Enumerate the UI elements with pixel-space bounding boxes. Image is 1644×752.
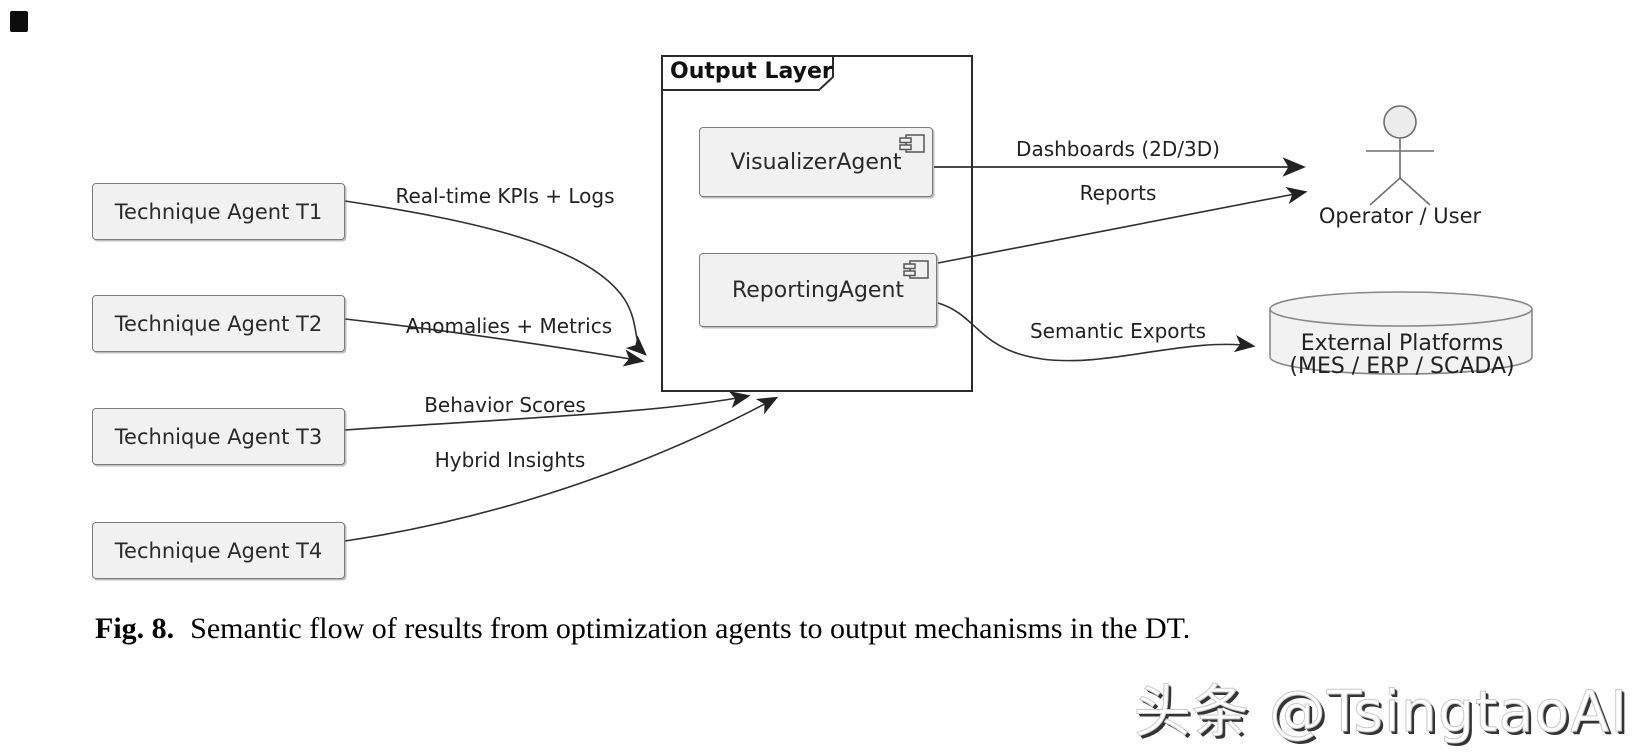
actor-head bbox=[1383, 105, 1417, 139]
edge-reports bbox=[937, 186, 1308, 264]
edge-label-anomalies-metrics: Anomalies + Metrics bbox=[405, 314, 613, 338]
node-label: Technique Agent T2 bbox=[114, 311, 323, 336]
output-layer-title: Output Layer bbox=[670, 59, 833, 84]
node-technique-agent-t3: Technique Agent T3 bbox=[92, 408, 345, 465]
database-label-line2: (MES / ERP / SCADA) bbox=[1289, 354, 1515, 379]
edge-label-semantic-exports: Semantic Exports bbox=[1029, 319, 1207, 343]
database-cylinder bbox=[1269, 291, 1533, 375]
corner-artifact bbox=[10, 11, 28, 32]
node-label: VisualizerAgent bbox=[730, 149, 902, 175]
node-label: Technique Agent T4 bbox=[114, 538, 323, 563]
node-reporting-agent: ReportingAgent bbox=[699, 253, 937, 327]
edge-label-reports: Reports bbox=[1079, 181, 1157, 205]
edge-behavior-scores bbox=[344, 390, 751, 431]
actor-figure bbox=[1366, 105, 1434, 206]
watermark: 头条 @TsingtaoAI bbox=[1133, 679, 1628, 746]
actor-label: Operator / User bbox=[1318, 204, 1482, 228]
figure-caption-tag: Fig. 8. bbox=[95, 612, 175, 645]
edge-hybrid-insights bbox=[344, 396, 779, 542]
figure-caption: Fig. 8. Semantic flow of results from opt… bbox=[95, 612, 1555, 646]
node-technique-agent-t2: Technique Agent T2 bbox=[92, 295, 345, 352]
figure-caption-text: Semantic flow of results from optimizati… bbox=[190, 612, 1191, 645]
edge-label-behavior-scores: Behavior Scores bbox=[424, 393, 586, 417]
edge-anomalies-metrics bbox=[344, 318, 645, 367]
component-icon bbox=[899, 134, 925, 153]
output-layer-frame bbox=[661, 55, 973, 392]
edge-label-dashboards: Dashboards (2D/3D) bbox=[1016, 137, 1220, 161]
component-icon bbox=[903, 260, 929, 279]
database-label-line1: External Platforms bbox=[1300, 331, 1504, 356]
node-visualizer-agent: VisualizerAgent bbox=[699, 127, 933, 197]
node-technique-agent-t1: Technique Agent T1 bbox=[92, 183, 345, 240]
database-label: External Platforms (MES / ERP / SCADA) bbox=[1272, 332, 1532, 378]
edge-semantic-exports bbox=[937, 302, 1256, 362]
node-label: ReportingAgent bbox=[731, 277, 905, 303]
node-label: Technique Agent T3 bbox=[114, 424, 323, 449]
edge-realtime-kpis-logs bbox=[344, 200, 647, 356]
edge-label-hybrid-insights: Hybrid Insights bbox=[434, 448, 586, 472]
node-label: Technique Agent T1 bbox=[114, 199, 323, 224]
edge-label-realtime-kpis-logs: Real-time KPIs + Logs bbox=[395, 184, 615, 208]
node-technique-agent-t4: Technique Agent T4 bbox=[92, 522, 345, 579]
